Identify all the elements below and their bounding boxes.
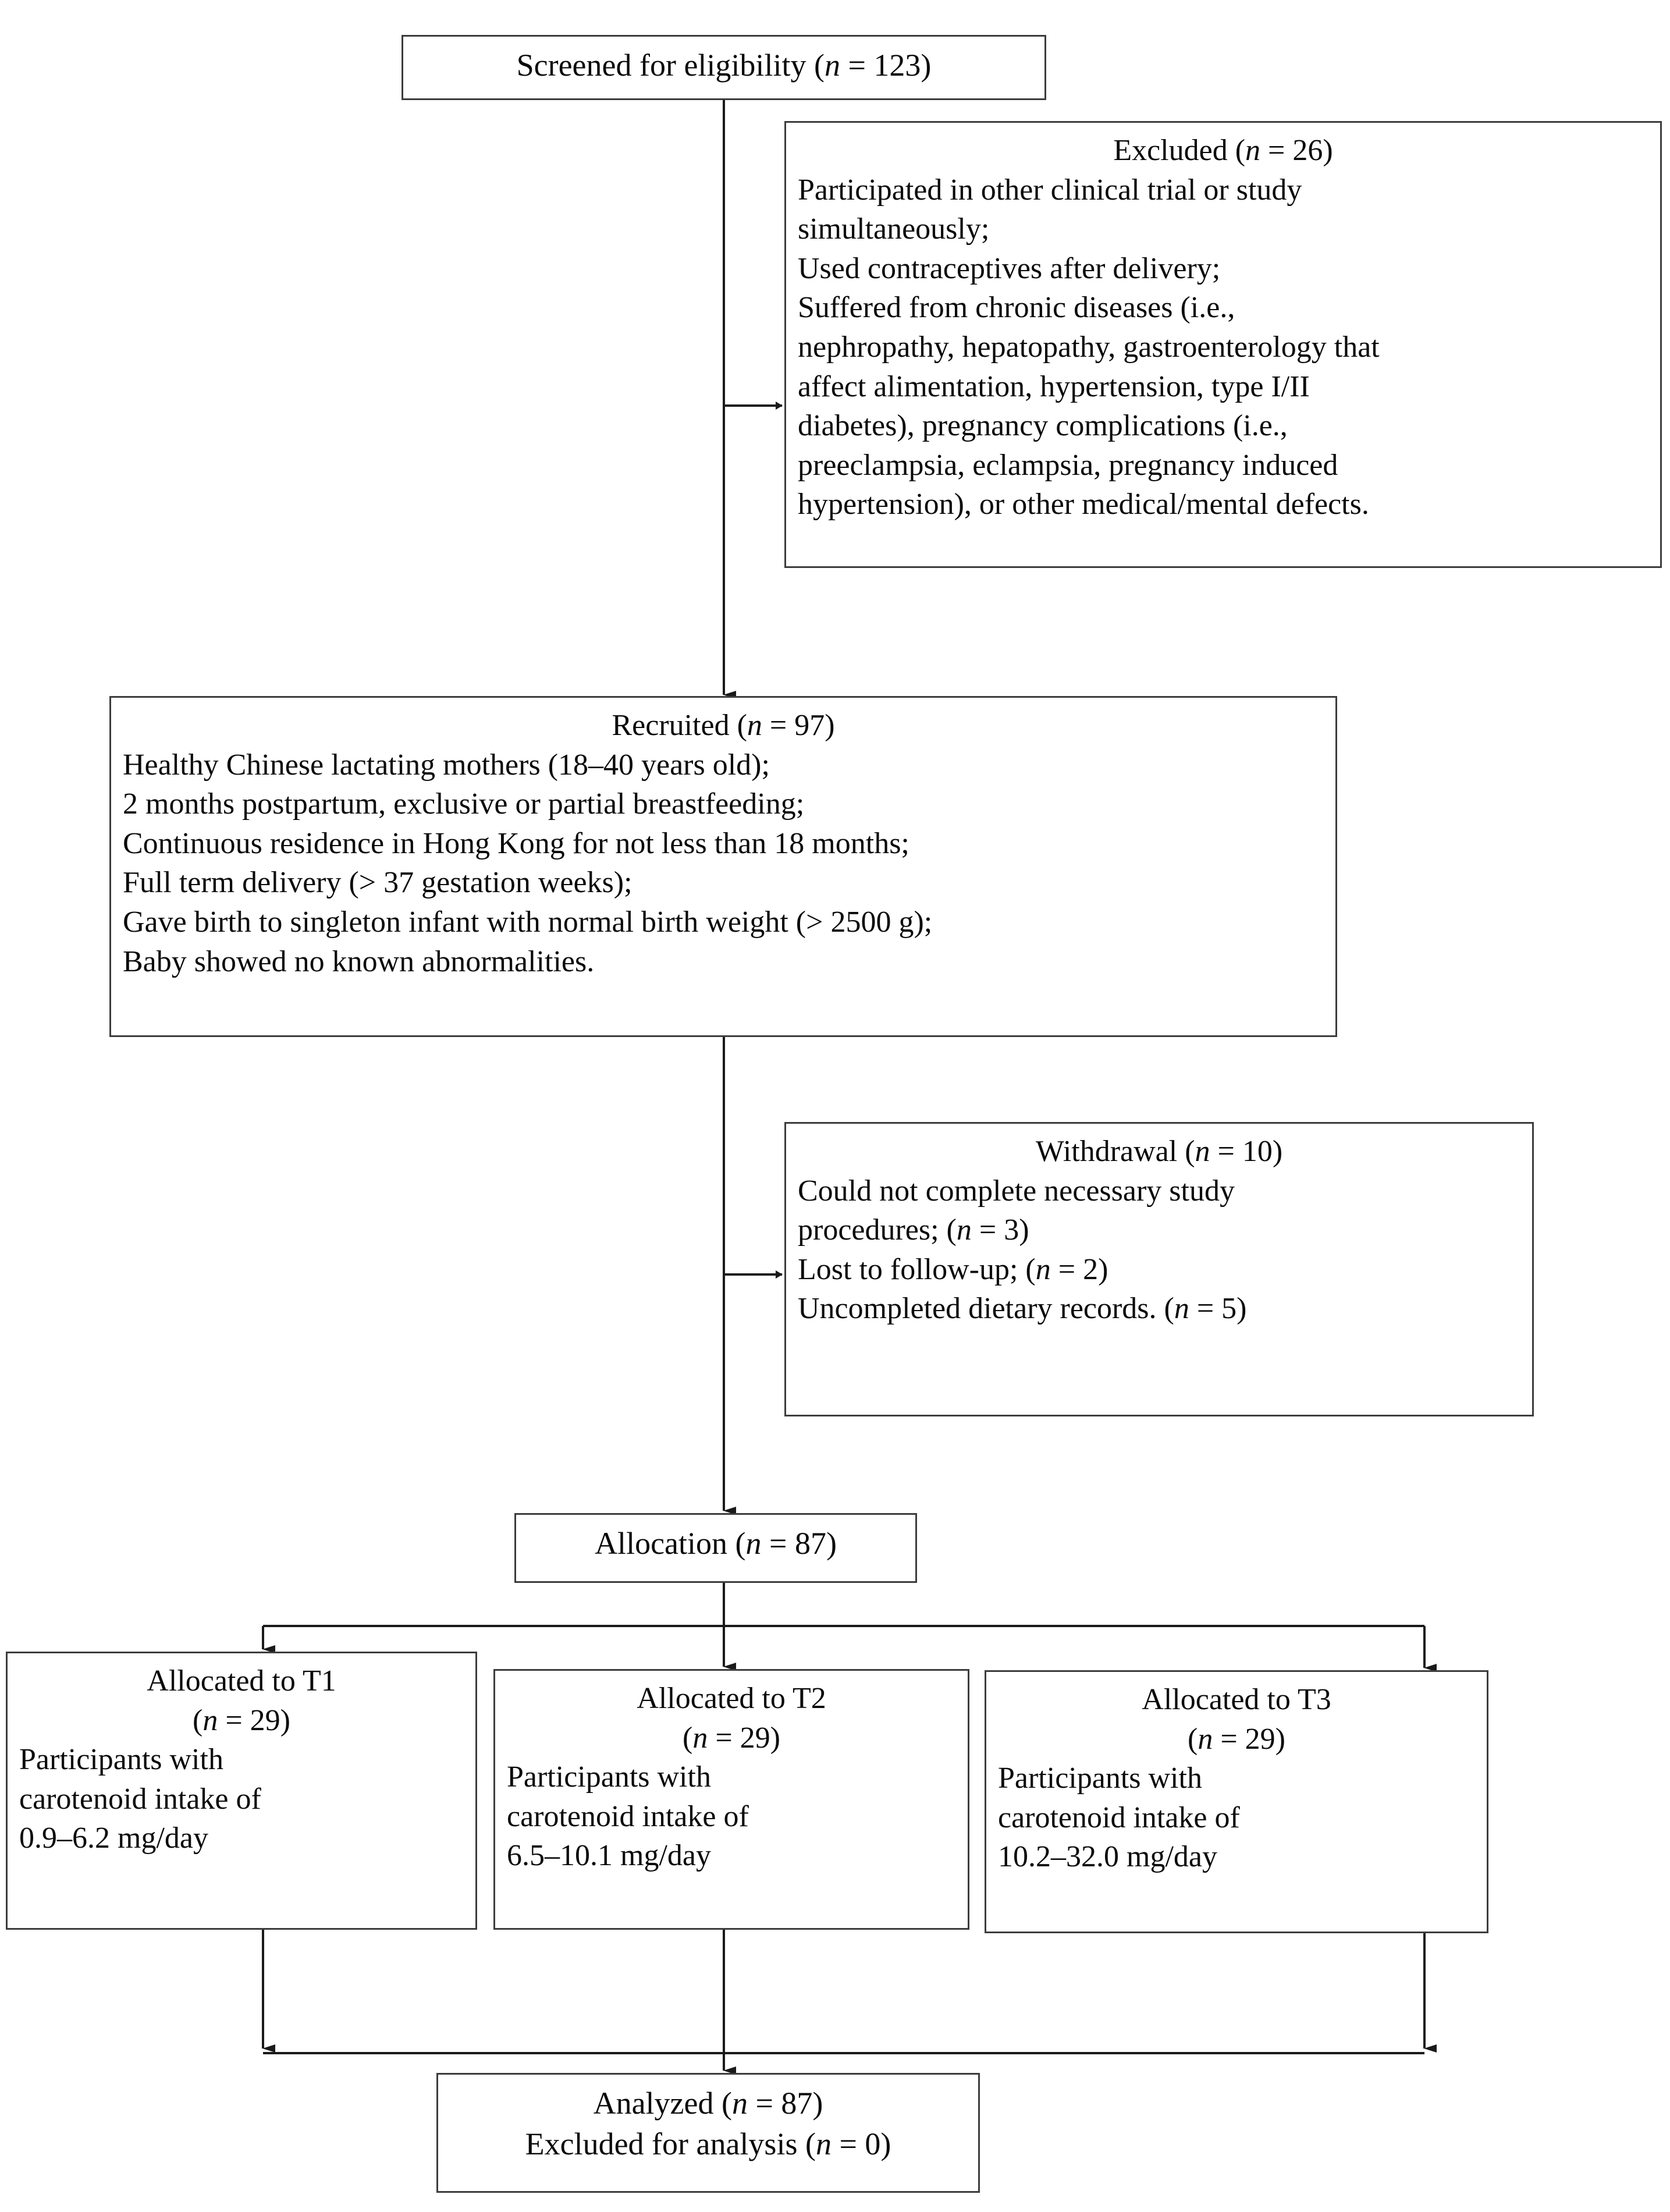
excluded-line-3: Used contraceptives after delivery;: [798, 251, 1221, 285]
t2-line-2: (n = 29): [683, 1721, 780, 1755]
analyzed-line-2: Excluded for analysis (n = 0): [525, 2126, 891, 2162]
t1-line-1: Allocated to T1: [147, 1664, 336, 1698]
excluded-line-4: Suffered from chronic diseases (i.e.,: [798, 291, 1235, 325]
excluded-header: Excluded (n = 26): [1113, 134, 1333, 167]
node-withdrawal: Withdrawal (n = 10) Could not complete n…: [784, 1122, 1534, 1416]
withdrawal-header: Withdrawal (n = 10): [1035, 1135, 1283, 1168]
t2-line-1: Allocated to T2: [637, 1682, 826, 1715]
excluded-line-6: affect alimentation, hypertension, type …: [798, 370, 1310, 403]
recruited-line-1: Healthy Chinese lactating mothers (18–40…: [123, 748, 770, 782]
excluded-line-2: simultaneously;: [798, 212, 990, 246]
node-screened-for-eligibility: Screened for eligibility (n = 123): [401, 35, 1046, 100]
t2-line-5: 6.5–10.1 mg/day: [507, 1839, 711, 1873]
node-recruited: Recruited (n = 97) Healthy Chinese lacta…: [109, 696, 1337, 1037]
excluded-line-5: nephropathy, hepatopathy, gastroenterolo…: [798, 330, 1380, 364]
recruited-line-5: Gave birth to singleton infant with norm…: [123, 905, 933, 939]
t3-line-1: Allocated to T3: [1142, 1683, 1331, 1716]
t3-line-5: 10.2–32.0 mg/day: [998, 1840, 1217, 1874]
t1-line-4: carotenoid intake of: [19, 1782, 261, 1816]
excluded-line-8: preeclampsia, eclampsia, pregnancy induc…: [798, 448, 1338, 482]
t3-line-4: carotenoid intake of: [998, 1801, 1240, 1834]
excluded-line-7: diabetes), pregnancy complications (i.e.…: [798, 409, 1288, 443]
analyzed-line-1: Analyzed (n = 87): [593, 2086, 823, 2121]
recruited-line-6: Baby showed no known abnormalities.: [123, 945, 595, 978]
t3-line-3: Participants with: [998, 1762, 1202, 1795]
node-allocation: Allocation (n = 87): [514, 1513, 917, 1583]
excluded-line-1: Participated in other clinical trial or …: [798, 173, 1302, 207]
recruited-header: Recruited (n = 97): [612, 709, 835, 742]
node-allocated-t3: Allocated to T3 (n = 29) Participants wi…: [985, 1670, 1488, 1933]
recruited-line-4: Full term delivery (> 37 gestation weeks…: [123, 866, 633, 900]
node-allocated-t2: Allocated to T2 (n = 29) Participants wi…: [493, 1669, 969, 1930]
node-analyzed: Analyzed (n = 87) Excluded for analysis …: [436, 2073, 980, 2193]
withdrawal-line-2: procedures; (n = 3): [798, 1213, 1029, 1247]
t3-line-2: (n = 29): [1188, 1722, 1285, 1756]
t2-line-3: Participants with: [507, 1760, 711, 1794]
t2-line-4: carotenoid intake of: [507, 1799, 749, 1833]
recruited-line-3: Continuous residence in Hong Kong for no…: [123, 826, 909, 860]
withdrawal-line-3: Lost to follow-up; (n = 2): [798, 1252, 1108, 1286]
withdrawal-line-4: Uncompleted dietary records. (n = 5): [798, 1292, 1247, 1326]
t1-line-3: Participants with: [19, 1743, 223, 1777]
excluded-line-9: hypertension), or other medical/mental d…: [798, 488, 1369, 521]
allocation-header: Allocation (n = 87): [595, 1526, 837, 1561]
screened-header: Screened for eligibility (n = 123): [516, 48, 932, 83]
t1-line-5: 0.9–6.2 mg/day: [19, 1822, 208, 1855]
recruited-line-2: 2 months postpartum, exclusive or partia…: [123, 787, 805, 821]
node-excluded: Excluded (n = 26) Participated in other …: [784, 121, 1662, 568]
t1-line-2: (n = 29): [193, 1703, 290, 1737]
node-allocated-t1: Allocated to T1 (n = 29) Participants wi…: [6, 1652, 477, 1930]
withdrawal-line-1: Could not complete necessary study: [798, 1174, 1235, 1208]
